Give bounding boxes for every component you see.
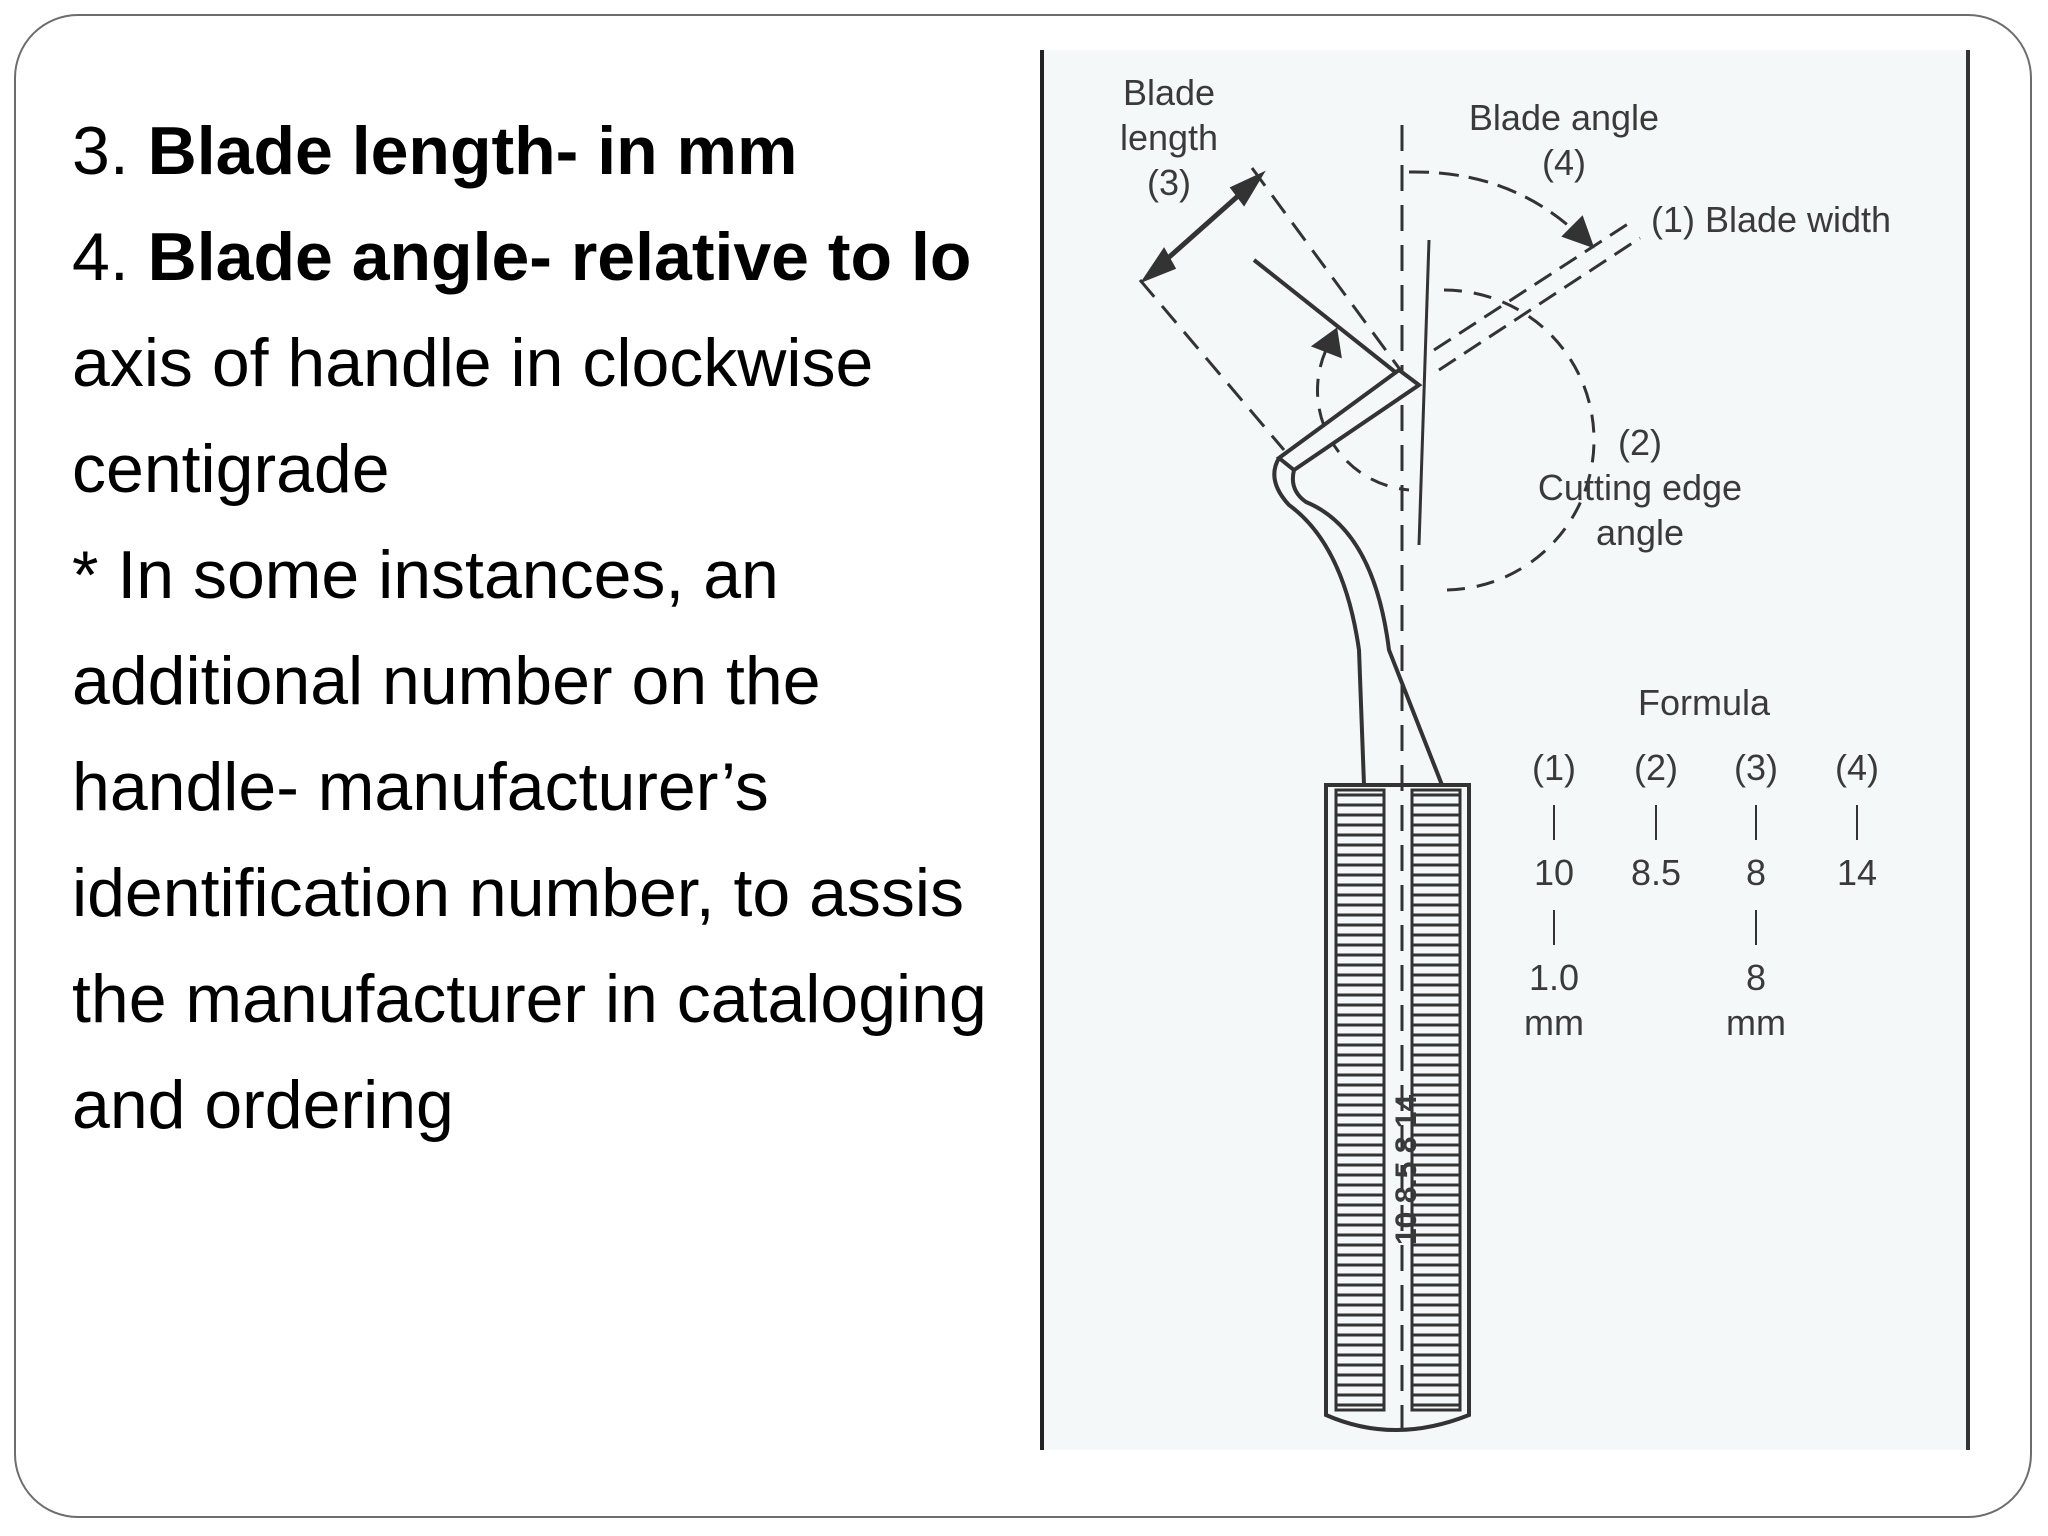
bold-heading: Blade length- in mm — [147, 113, 798, 189]
label-cutting-edge-3: angle — [1596, 512, 1684, 553]
label-blade-length-3: (3) — [1147, 162, 1191, 203]
handle-knurl-right — [1410, 788, 1462, 1412]
text-line: axis of handle in clockwise — [72, 325, 874, 401]
blade-length-guide — [1138, 279, 1286, 451]
text-line: * In some instances, an — [72, 537, 779, 613]
formula-unit-3-mm: mm — [1726, 1002, 1786, 1043]
formula-value-4: 14 — [1837, 852, 1877, 893]
arrow-head — [1229, 170, 1266, 207]
blade-length-guide — [1250, 167, 1406, 376]
bold-heading: Blade angle- relative to lo — [147, 219, 972, 295]
handle-inscription: 10 8.5 8 14 — [1390, 1095, 1423, 1245]
formula-unit-1-value: 1.0 — [1529, 957, 1579, 998]
formula-number-1: (1) — [1532, 747, 1576, 788]
instrument-diagram: Blade length (3) Blade angle (4) (1) Bla… — [1040, 50, 1970, 1450]
label-blade-length-1: Blade — [1123, 72, 1215, 113]
handle-knurl-left — [1334, 788, 1386, 1412]
text-line: handle- manufacturer’s — [72, 749, 769, 825]
formula-unit-3-value: 8 — [1746, 957, 1766, 998]
formula-unit-1-mm: mm — [1524, 1002, 1584, 1043]
shank-left — [1272, 456, 1366, 786]
formula-number-4: (4) — [1835, 747, 1879, 788]
label-cutting-edge-1: (2) — [1618, 422, 1662, 463]
blade-width-line — [1438, 236, 1641, 372]
item-number: 4. — [72, 219, 129, 295]
formula-number-2: (2) — [1634, 747, 1678, 788]
text-line: centigrade — [72, 431, 390, 507]
arrow-head — [1561, 215, 1595, 249]
blade-edge — [1252, 258, 1401, 377]
label-blade-angle-1: Blade angle — [1469, 97, 1659, 138]
label-blade-width: (1) Blade width — [1651, 199, 1891, 240]
text-line-blade-length: 3. Blade length- in mm — [72, 98, 1052, 204]
cutting-edge-reference — [1417, 239, 1431, 546]
item-number: 3. — [72, 113, 129, 189]
arrow-head — [1310, 327, 1342, 359]
formula-number-3: (3) — [1734, 747, 1778, 788]
instrument-drawing: Blade length (3) Blade angle (4) (1) Bla… — [1120, 72, 1891, 1440]
text-line: and ordering — [72, 1067, 454, 1143]
formula-title: Formula — [1638, 682, 1771, 723]
formula-value-2: 8.5 — [1631, 852, 1681, 893]
label-blade-length-2: length — [1120, 117, 1218, 158]
formula-value-1: 10 — [1534, 852, 1574, 893]
label-blade-angle-2: (4) — [1542, 142, 1586, 183]
blade — [1275, 367, 1423, 473]
text-line: the manufacturer in cataloging — [72, 961, 987, 1037]
blade-width-line — [1433, 218, 1635, 352]
slide-text: 3. Blade length- in mm 4. Blade angle- r… — [72, 98, 1052, 1198]
cutting-edge-arc — [1443, 288, 1596, 592]
text-line: identification number, to assis — [72, 855, 965, 931]
arrow-head — [1140, 247, 1177, 284]
handle-outline — [1324, 783, 1471, 1432]
text-line: additional number on the — [72, 643, 821, 719]
label-cutting-edge-2: Cutting edge — [1538, 467, 1742, 508]
blade-angle-arc — [1408, 170, 1586, 242]
text-line-blade-angle: 4. Blade angle- relative to lo — [72, 204, 1052, 310]
shank-right — [1290, 469, 1444, 786]
formula-value-3: 8 — [1746, 852, 1766, 893]
